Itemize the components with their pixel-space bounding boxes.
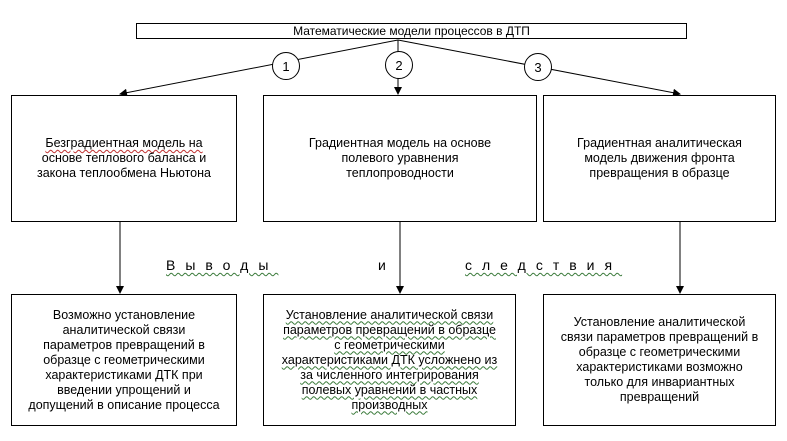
conclusions-label-part3: следствия [465, 257, 623, 273]
conclusion-1-line: аналитической связи [62, 322, 186, 337]
conclusion-2-line: за численного интегрирования [300, 367, 479, 382]
conclusion-2-line: производных [351, 397, 428, 412]
conclusion-3-line: связи параметров превращений в [560, 330, 759, 344]
title-box: Математические модели процессов в ДТП [136, 23, 687, 39]
conclusions-label-part1: Выводы [166, 257, 279, 273]
branch-marker-2: 2 [385, 51, 413, 79]
conclusion-3-line: характеристиками возможно [576, 360, 743, 374]
branch-number: 2 [395, 57, 403, 73]
conclusion-1-line: допущений в описание процесса [28, 397, 220, 412]
branch-marker-3: 3 [524, 53, 552, 81]
conclusion-2-line: характеристиками ДТК усложнено из [281, 352, 498, 367]
conclusion-2-line: Установление аналитической связи [285, 307, 494, 322]
branch-number: 3 [534, 59, 542, 75]
model-box-1: Безградиентная модель на основе тепловог… [11, 95, 237, 222]
model-2-line: полевого уравнения [341, 151, 459, 165]
model-1-line: закона теплообмена Ньютона [36, 166, 211, 180]
branch-number: 1 [282, 58, 290, 74]
model-box-2: Градиентная модель на основе полевого ур… [263, 95, 537, 222]
conclusion-1-line: параметров превращений в [43, 337, 205, 352]
model-3-line: Градиентная аналитическая [577, 136, 742, 150]
conclusion-1-line: введении упрощений и [57, 382, 191, 397]
model-3-line: превращения в образце [589, 166, 730, 180]
model-3-line: модель движения фронта [584, 151, 735, 165]
conclusion-3-line: превращений [619, 390, 700, 404]
model-2-line: теплопроводности [346, 166, 454, 180]
conclusions-label-part2: и [378, 257, 396, 273]
diagram-title: Математические модели процессов в ДТП [293, 23, 530, 38]
conclusion-3-line: образце с геометрическими [578, 345, 741, 359]
conclusion-box-3: Установление аналитической связи парамет… [543, 294, 776, 426]
connector-title-model1 [119, 39, 399, 97]
model-1-line: основе теплового баланса и [41, 151, 207, 165]
model-1-line: Безградиентная модель на [45, 136, 203, 150]
conclusion-box-1: Возможно установление аналитической связ… [11, 294, 237, 426]
conclusion-1-line: характеристиками ДТК при [45, 367, 203, 382]
conclusion-box-2: Установление аналитической связи парамет… [263, 294, 516, 426]
model-box-3: Градиентная аналитическая модель движени… [543, 95, 776, 222]
conclusion-1-line: образце с геометрическими [43, 352, 205, 367]
conclusion-3-line: Установление аналитической [573, 315, 746, 329]
conclusion-2-line: с геометрическими [334, 337, 445, 352]
model-2-line: Градиентная модель на основе [308, 136, 492, 150]
conclusion-2-line: полевых уравнений в частных [301, 382, 478, 397]
conclusion-2-line: параметров превращений в образце [283, 322, 496, 337]
conclusion-3-line: только для инвариантных [584, 375, 735, 389]
conclusion-1-line: Возможно установление [52, 307, 196, 322]
branch-marker-1: 1 [272, 52, 300, 80]
